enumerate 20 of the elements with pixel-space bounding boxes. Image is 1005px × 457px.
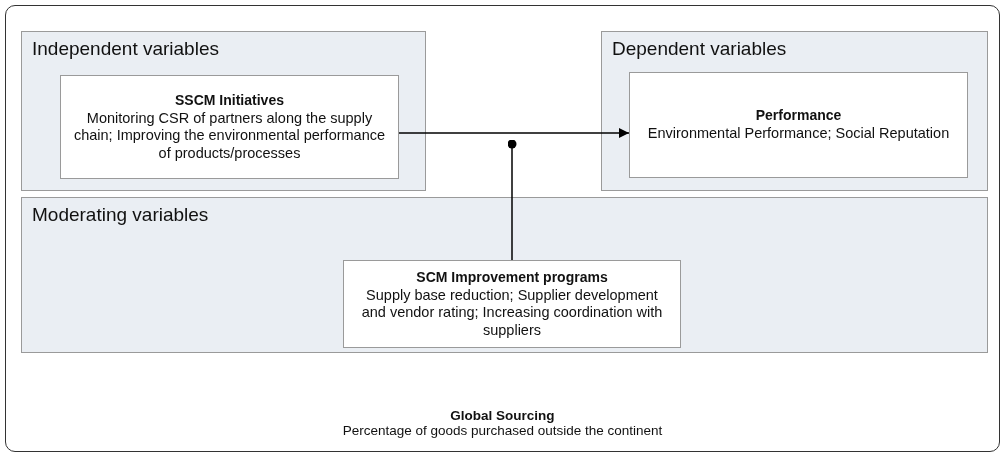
variable-box — [629, 72, 968, 178]
heading: SCM Improvement programs — [416, 268, 608, 285]
heading: SSCM Initiatives — [175, 91, 284, 108]
heading: Performance — [755, 107, 842, 124]
heading: Moderating variables — [32, 204, 210, 226]
description: Monitoring CSR of partners along the supply chain; Improving the environmental performance of products/processes — [72, 109, 387, 163]
heading: Global Sourcing — [450, 407, 555, 423]
description: Environmental Performance; Social Reputation — [647, 125, 950, 143]
moderator-line — [507, 139, 517, 261]
arrow — [398, 128, 630, 138]
description: Supply base reduction; Supplier development and vendor rating; Increasing coordination with suppliers — [360, 286, 664, 340]
group-panel — [21, 31, 426, 191]
description: Percentage of goods purchased outside the continent — [342, 422, 663, 439]
group-panel — [601, 31, 988, 191]
heading: Dependent variables — [612, 38, 788, 60]
heading: Independent variables — [32, 38, 220, 60]
outer-frame — [5, 5, 1000, 452]
variable-box — [60, 75, 399, 179]
group-panel — [21, 197, 988, 353]
variable-box — [343, 260, 681, 348]
